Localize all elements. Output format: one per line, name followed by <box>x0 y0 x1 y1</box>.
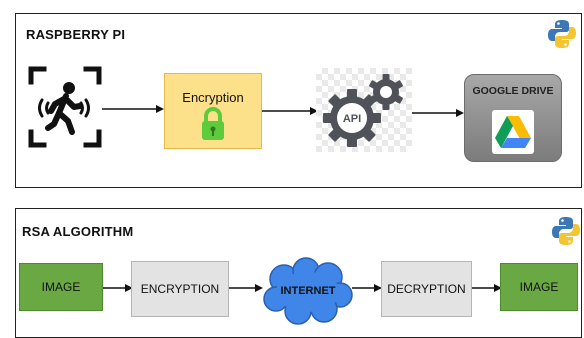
arrow-5 <box>229 284 263 292</box>
python-icon <box>548 19 576 49</box>
python-icon <box>552 216 580 246</box>
internet-label-box: INTERNET <box>262 257 354 325</box>
arrow-7 <box>472 284 502 292</box>
arrow-1 <box>102 105 164 113</box>
arrow-3 <box>412 109 464 117</box>
image-output-box: IMAGE <box>500 263 578 311</box>
arrow-2 <box>262 107 318 115</box>
api-label: API <box>343 113 361 125</box>
motion-sensor-icon <box>28 66 102 148</box>
arrow-4 <box>103 284 133 292</box>
google-drive-icon <box>492 110 534 154</box>
rsa-algorithm-title: RSA ALGORITHM <box>22 224 134 239</box>
internet-label: INTERNET <box>280 285 336 297</box>
api-gears-icon: API <box>316 68 412 152</box>
decryption-step-box: DECRYPTION <box>381 261 472 317</box>
image-input-label: IMAGE <box>41 280 81 294</box>
encryption-step-label: ENCRYPTION <box>140 282 220 296</box>
google-drive-label: GOOGLE DRIVE <box>472 85 554 97</box>
arrow-6 <box>352 284 382 292</box>
lock-icon <box>200 106 226 142</box>
raspberry-pi-title: RASPBERRY PI <box>26 27 126 42</box>
encryption-label: Encryption <box>182 90 244 105</box>
cloud-icon <box>262 257 354 325</box>
image-input-box: IMAGE <box>19 263 103 311</box>
decryption-step-label: DECRYPTION <box>387 282 466 296</box>
encryption-step-box: ENCRYPTION <box>131 261 229 317</box>
image-output-label: IMAGE <box>519 280 559 294</box>
